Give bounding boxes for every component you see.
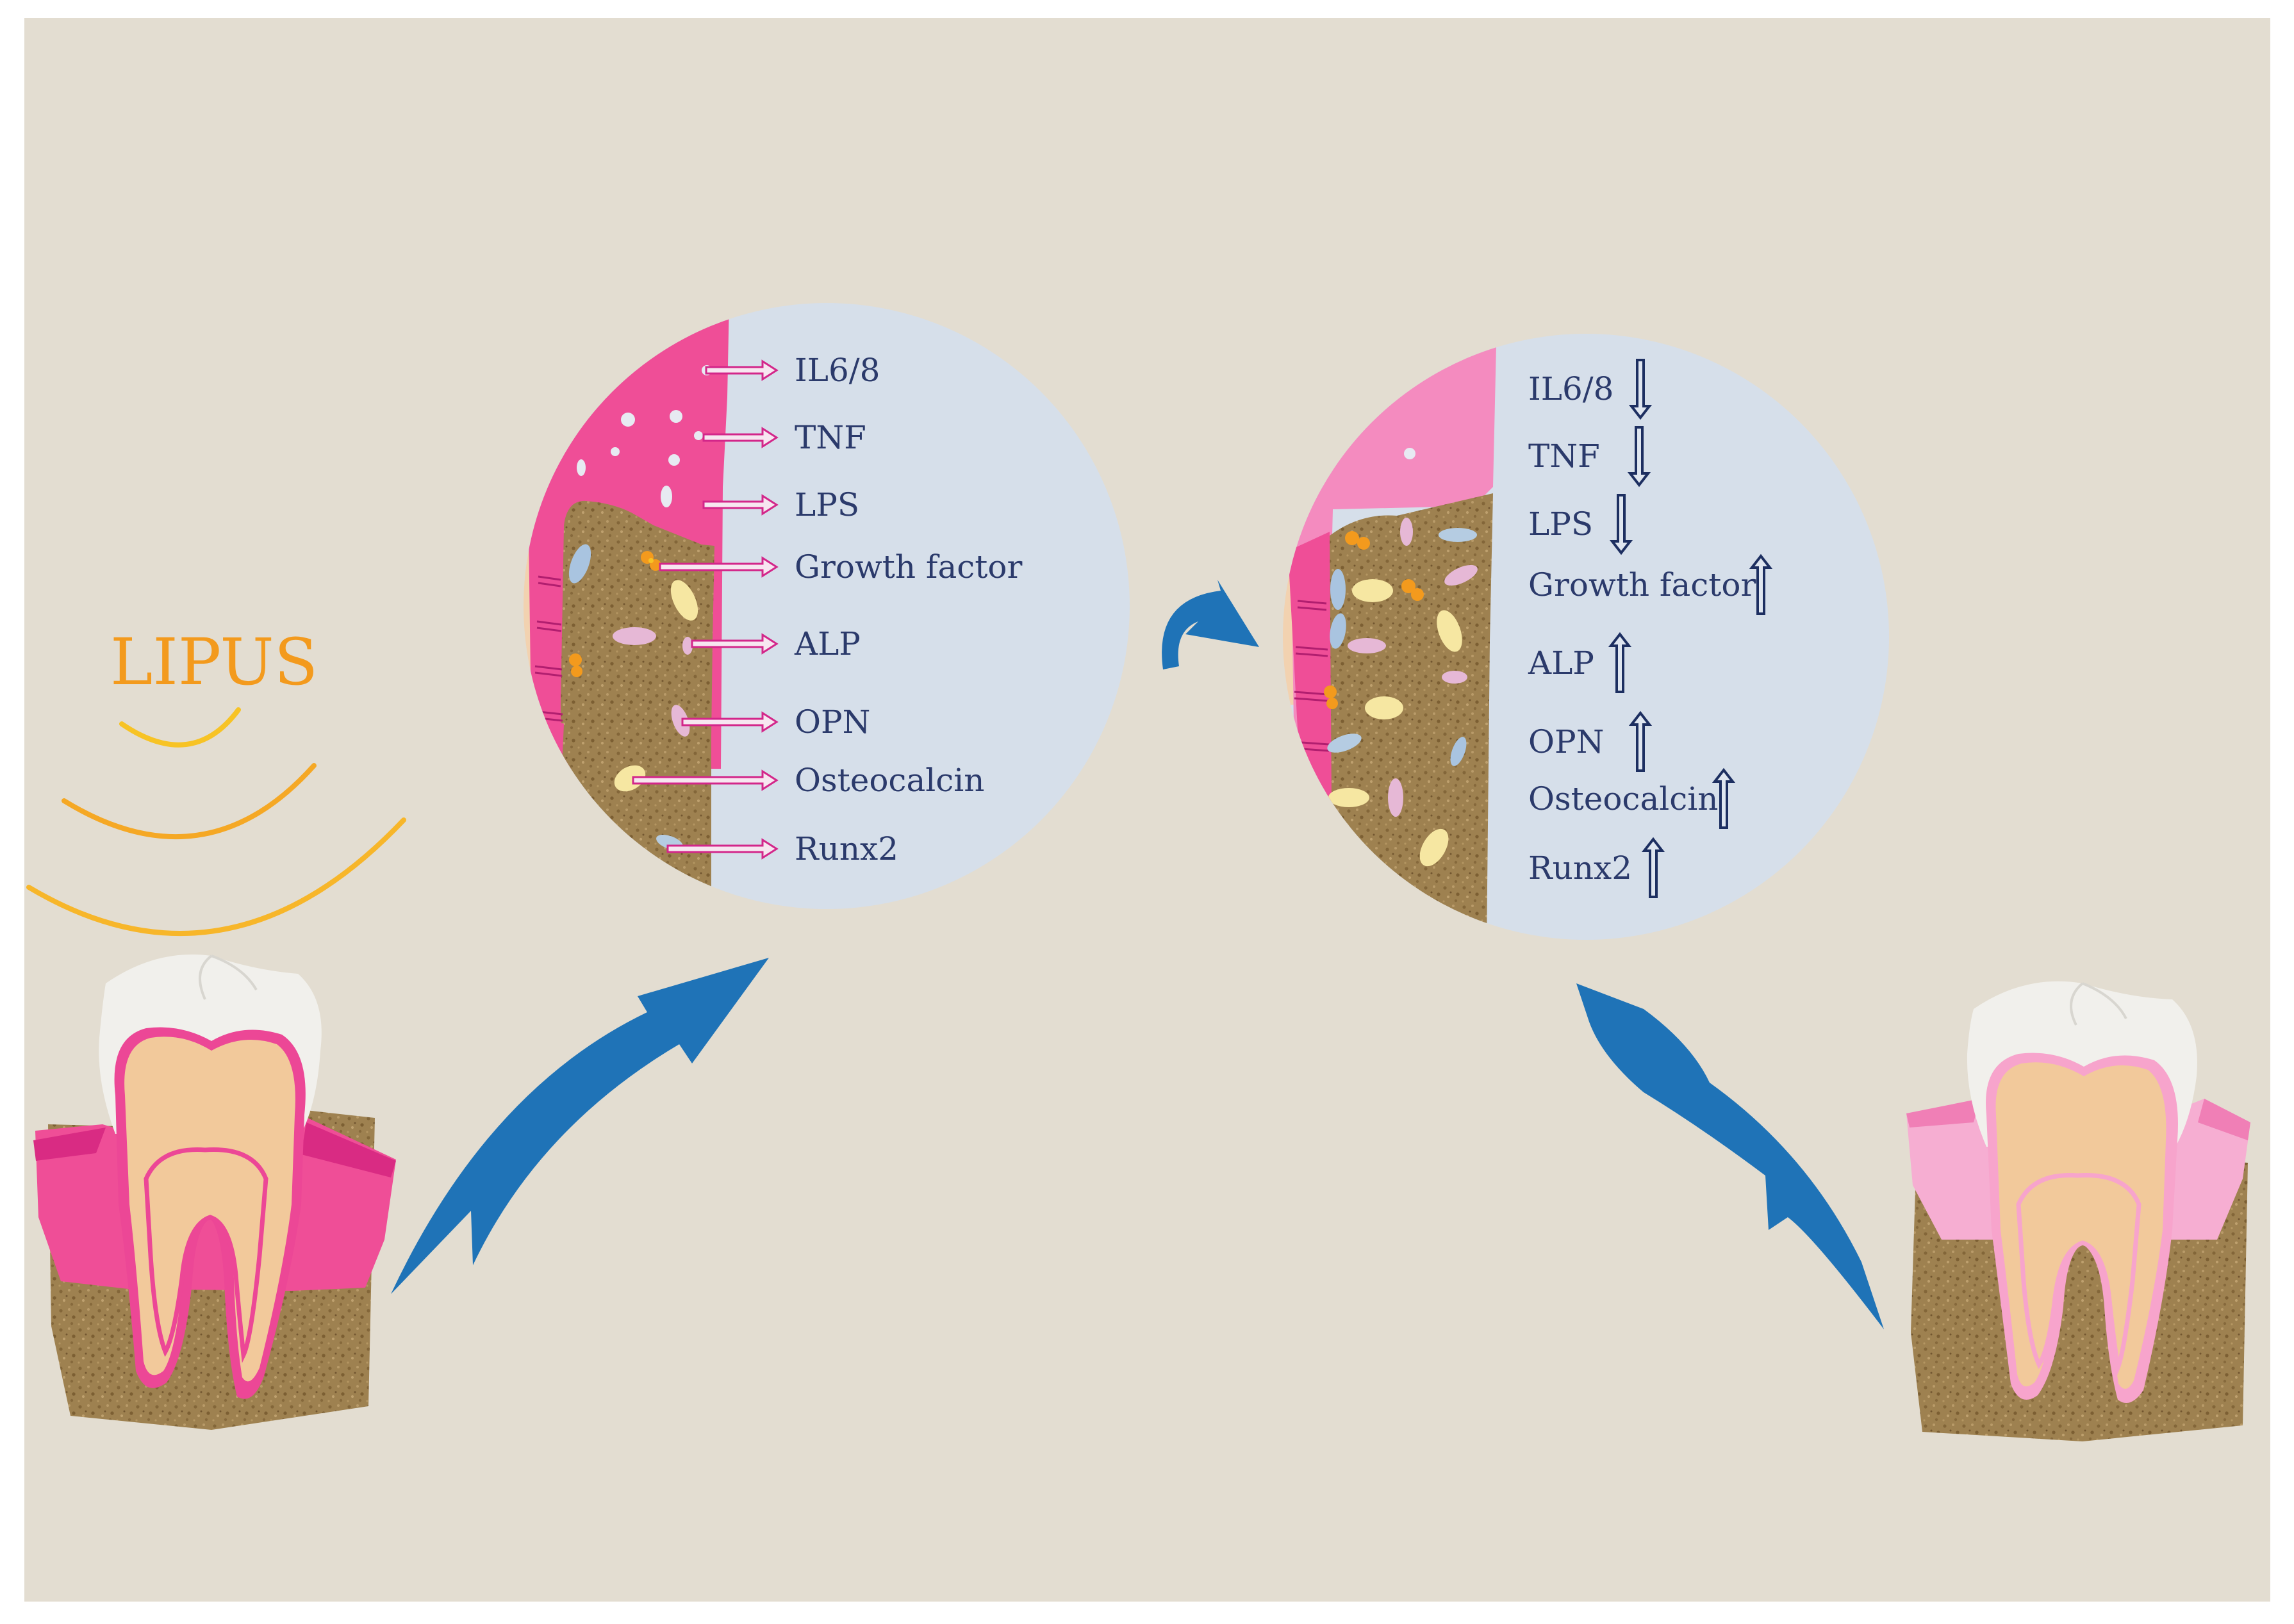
ultrasound-waves-icon — [26, 707, 406, 936]
flow-arrow-down-icon — [1576, 983, 1884, 1329]
marker-arrow-lps — [702, 494, 779, 516]
flow-arrow-up-icon — [391, 958, 769, 1294]
up-arrow-icon-opn — [1628, 710, 1653, 772]
lipus-label: LIPUS — [110, 625, 318, 700]
pulp-canal-right — [2016, 1173, 2141, 1377]
marker-label-growth-factor-after: Growth factor — [1528, 566, 1756, 603]
marker-label-growth-factor: Growth factor — [795, 548, 1022, 586]
marker-arrows-before — [632, 359, 779, 860]
figure-background — [24, 18, 2270, 1602]
marker-label-il6-8-after: IL6/8 — [1528, 370, 1613, 407]
marker-label-osteocalcin-after: Osteocalcin — [1528, 780, 1718, 817]
marker-label-runx2: Runx2 — [795, 830, 898, 867]
pulp-canal-left — [144, 1147, 268, 1363]
trend-arrows-after — [1608, 359, 1773, 898]
marker-arrow-osteocalcin — [632, 769, 779, 791]
down-arrow-icon-lps — [1609, 494, 1633, 555]
marker-label-alp: ALP — [794, 625, 861, 662]
marker-label-alp-after: ALP — [1528, 644, 1594, 682]
up-arrow-icon-growth-factor — [1749, 554, 1773, 615]
marker-label-il6-8: IL6/8 — [795, 352, 880, 389]
marker-label-tnf-after: TNF — [1528, 438, 1600, 475]
inflamed-tooth-icon — [33, 954, 396, 1430]
marker-label-opn-after: OPN — [1528, 723, 1604, 760]
marker-arrow-tnf — [702, 427, 779, 448]
marker-arrow-il6-8 — [705, 359, 779, 381]
marker-arrow-alp — [691, 633, 779, 655]
down-arrow-icon-il6-8 — [1628, 359, 1653, 420]
marker-arrow-growth-factor — [659, 556, 779, 578]
marker-label-opn: OPN — [795, 703, 870, 741]
marker-label-lps: LPS — [795, 486, 859, 523]
marker-label-lps-after: LPS — [1528, 505, 1593, 543]
marker-label-runx2-after: Runx2 — [1528, 849, 1632, 887]
marker-label-osteocalcin: Osteocalcin — [795, 762, 984, 799]
marker-arrow-runx2 — [666, 838, 779, 860]
healthy-tooth-icon — [1906, 981, 2250, 1441]
down-arrow-icon-tnf — [1627, 426, 1651, 488]
up-arrow-icon-osteocalcin — [1712, 767, 1736, 829]
marker-arrow-opn — [681, 711, 779, 733]
up-arrow-icon-alp — [1608, 632, 1632, 693]
flow-arrow-cycle-icon — [1162, 580, 1259, 669]
marker-label-tnf: TNF — [795, 419, 866, 456]
up-arrow-icon-runx2 — [1641, 837, 1665, 898]
